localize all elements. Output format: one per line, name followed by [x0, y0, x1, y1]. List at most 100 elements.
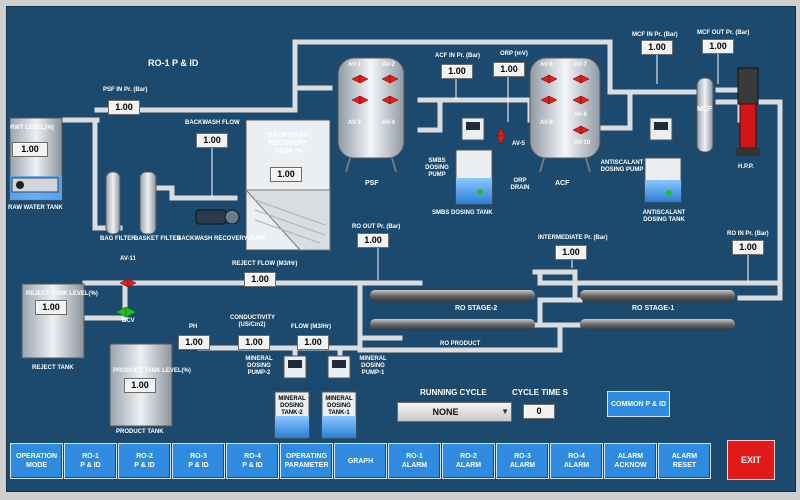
reject-tank-label: REJECT TANK	[32, 365, 74, 371]
smbs-pump-label: SMBS DOSING PUMP	[425, 158, 449, 178]
chevron-down-icon: ▼	[501, 407, 509, 416]
smbs-dosing-pump	[461, 117, 485, 141]
product-level-value: 1.00	[124, 378, 156, 393]
flow-label: FLOW (M3/Hr)	[291, 324, 331, 330]
common-pid-button[interactable]: COMMON P & ID	[607, 391, 670, 417]
backwash-recovery-tank	[244, 119, 331, 251]
ro-out-value: 1.00	[357, 233, 389, 248]
backwash-tank-label: BACKWASH RECOVERY TANK %	[267, 132, 309, 155]
orp-label: ORP (mV)	[500, 51, 528, 57]
ro-in-label: RO IN Pr. (Bar)	[727, 231, 769, 237]
mineral-dosing-pump-2	[283, 355, 307, 379]
conductivity-label: CONDUCTIVITY (US/Cm2)	[230, 315, 275, 328]
av5-label: AV-5	[512, 141, 525, 147]
rwt-level-label: RWT LEVEL(%)	[10, 125, 54, 131]
mcf-in-value: 1.00	[641, 40, 673, 55]
acf-in-label: ACF IN Pr. (Bar)	[435, 53, 481, 59]
mcf-in-label: MCF IN Pr. (Bar)	[632, 32, 678, 38]
running-cycle-label: RUNNING CYCLE	[420, 388, 487, 397]
intermediate-value: 1.00	[555, 245, 587, 260]
antiscalant-dosing-pump	[649, 117, 673, 141]
ph-value: 1.00	[178, 335, 210, 350]
hpp-label: H.P.P.	[738, 164, 754, 170]
backwash-flow-value: 1.00	[196, 133, 228, 148]
backwash-flow-label: BACKWASH FLOW	[185, 120, 240, 126]
cycle-time-value: 0	[523, 404, 555, 419]
bcv-valve-icon	[115, 306, 137, 318]
mcf-out-value: 1.00	[702, 39, 734, 54]
raw-water-tank-label: RAW WATER TANK	[8, 205, 63, 211]
backwash-pump-label: BACKWASH RECOVERY PUMP	[177, 236, 267, 242]
av1-label: AV-1	[348, 62, 361, 68]
conductivity-value: 1.00	[238, 335, 270, 350]
mcf-out-label: MCF OUT Pr. (Bar)	[697, 30, 750, 36]
antiscalant-tank-label: ANTISCALANT DOSING TANK	[642, 210, 686, 223]
acf-label: ACF	[555, 180, 570, 187]
av11-label: AV-11	[120, 256, 136, 262]
cycle-time-label: CYCLE TIME S	[512, 388, 569, 397]
smbs-tank-label: SMBS DOSING TANK	[432, 210, 493, 216]
av3-label: AV-3	[348, 120, 361, 126]
product-level-label: PRODUCT TANK LEVEL(%)	[113, 368, 191, 374]
psf-in-label: PSF IN Pr. (Bar)	[103, 87, 148, 93]
ro-stage-2-label: RO STAGE-2	[455, 305, 498, 312]
reject-level-label: REJECT TANK LEVEL(%)	[26, 291, 98, 297]
psf-label: PSF	[365, 180, 379, 187]
product-tank-label: PRODUCT TANK	[116, 429, 164, 435]
backwash-pump	[195, 209, 240, 225]
acf-in-value: 1.00	[441, 64, 473, 79]
acf-vessel	[529, 57, 601, 173]
reject-flow-label: REJECT FLOW (M3/Hr)	[232, 261, 298, 267]
valve-icons	[119, 74, 590, 288]
page-title: RO-1 P & ID	[148, 58, 199, 68]
indicator-leaders	[211, 54, 749, 282]
av10-label: AV-10	[574, 140, 591, 146]
smbs-dosing-tank	[455, 149, 493, 205]
psf-in-value: 1.00	[108, 100, 140, 115]
basket-filter-label: BASKET FILTER	[134, 236, 181, 242]
mineral-tank-2-label: MINERAL DOSING TANK-2	[278, 396, 306, 416]
ro-membranes	[370, 290, 735, 330]
bag-filter	[105, 171, 121, 235]
orp-drain-label: ORP DRAIN	[510, 178, 530, 191]
exit-button[interactable]: EXIT	[727, 440, 775, 480]
reject-level-value: 1.00	[35, 300, 67, 315]
flow-value: 1.00	[297, 335, 329, 350]
antiscalant-pump-label: ANTISCALANT DOSING PUMP	[600, 160, 644, 173]
basket-filter	[139, 171, 157, 235]
graph-button[interactable]: GRAPH	[334, 443, 387, 479]
av4-label: AV-4	[382, 120, 395, 126]
av8-label: AV-8	[540, 120, 553, 126]
mineral-dosing-pump-1	[327, 355, 351, 379]
av6-label: AV-6	[540, 62, 553, 68]
orp-value: 1.00	[493, 62, 525, 77]
ro-stage-1-label: RO STAGE-1	[632, 305, 675, 312]
mineral-pump-1-label: MINERAL DOSING PUMP-1	[359, 356, 387, 376]
mineral-dosing-tank-1	[321, 391, 357, 439]
av2-label: AV-2	[382, 62, 395, 68]
av9-label: AV-9	[574, 112, 587, 118]
backwash-tank-value: 1.00	[270, 167, 302, 182]
mcf-label: MCF	[697, 106, 713, 113]
running-cycle-select[interactable]: NONE ▼	[397, 402, 512, 422]
ro-in-value: 1.00	[732, 240, 764, 255]
raw-water-tank	[9, 117, 63, 201]
antiscalant-dosing-tank	[644, 157, 682, 203]
ro-product-label: RO PRODUCT	[440, 341, 481, 347]
bcv-label: BCV	[122, 318, 135, 324]
mineral-tank-1-label: MINERAL DOSING TANK-1	[325, 396, 353, 416]
